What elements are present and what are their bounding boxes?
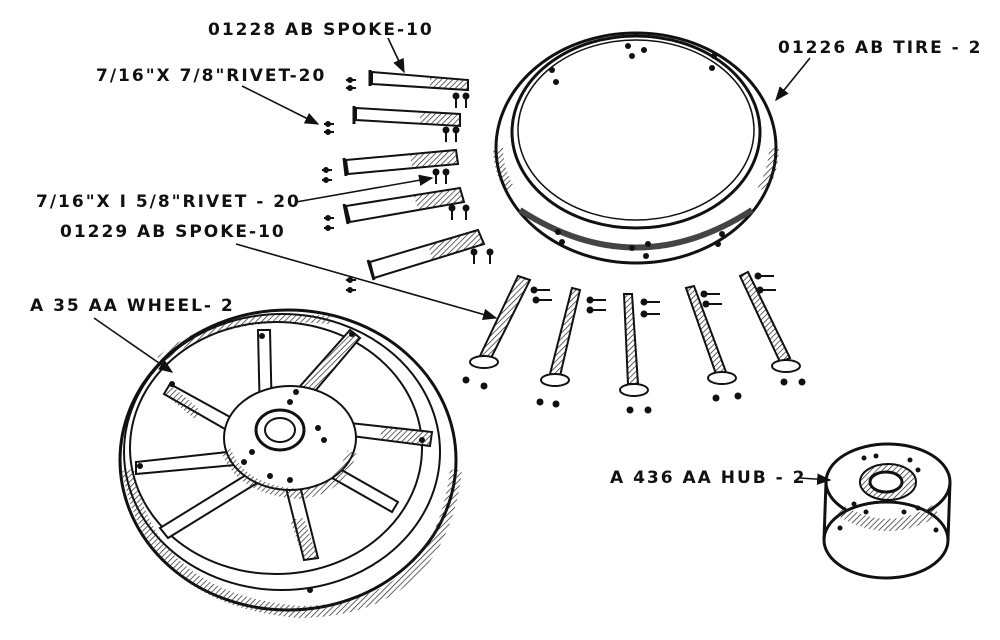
hub-part [822,442,952,580]
wheel-assembly [118,308,462,619]
leader-spoke-01229 [235,243,498,320]
leader-hub [799,473,832,485]
spoke-v3 [619,293,649,397]
label-wheel: A 35 AA WHEEL- 2 [30,296,235,316]
spoke-v1 [469,274,532,369]
leader-spoke-01228 [387,37,405,74]
spoke-v4 [684,284,737,385]
spoke-3 [342,148,460,177]
spoke-4 [342,186,466,225]
leader-lines [93,37,832,485]
label-tire: 01226 AB TIRE - 2 [778,38,983,58]
leader-tire [775,57,811,102]
label-spoke-01228: 01228 AB SPOKE-10 [208,20,434,40]
label-hub: A 436 AA HUB - 2 [610,468,807,488]
spoke-1 [368,70,469,92]
spokes-01228-group [342,70,486,281]
spoke-2 [352,106,461,128]
label-spoke-01229: 01229 AB SPOKE-10 [60,222,286,242]
spokes-01229-group [469,270,801,397]
label-rivet-short: 7/16"X 7/8"RIVET-20 [96,66,327,86]
rivets-short-group [322,77,494,293]
label-rivet-long: 7/16"X I 5/8"RIVET - 20 [36,192,301,212]
leader-rivet-long [295,174,434,203]
rivets-long-group [462,272,806,414]
leader-rivet-short [241,85,320,125]
spoke-v5 [738,270,801,373]
spoke-5 [366,228,486,281]
tire-part [493,31,779,265]
spoke-v2 [540,286,582,387]
leader-wheel [93,317,174,373]
